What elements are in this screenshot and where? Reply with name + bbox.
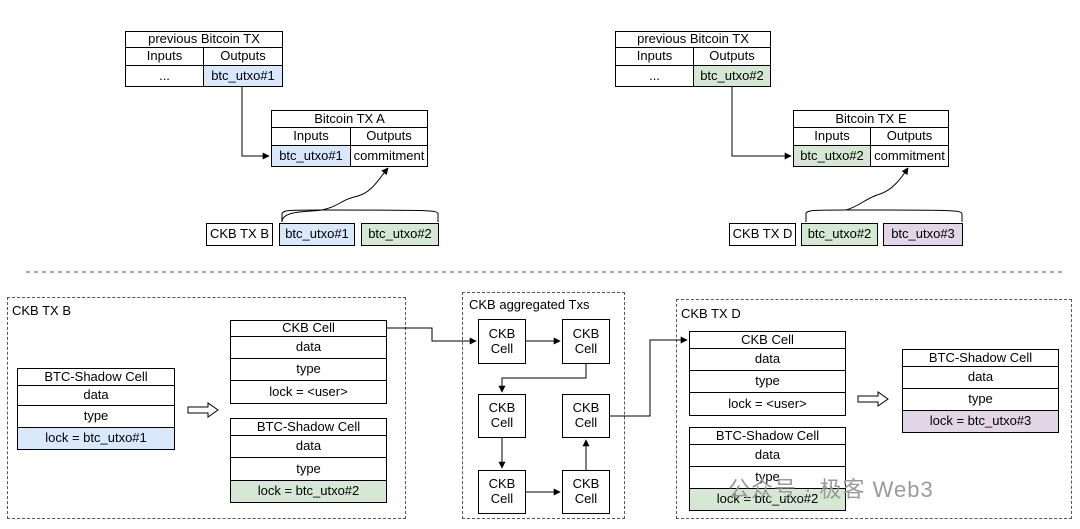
arrow-ckb-cell-b-to-agg bbox=[387, 327, 477, 345]
panel-ckb-tx-b-title: CKB TX B bbox=[12, 303, 72, 318]
prev-tx-left-output-value: btc_utxo#1 bbox=[203, 65, 283, 87]
bitcoin-tx-a-outputs-header: Outputs bbox=[350, 127, 428, 146]
prev-tx-left-outputs-header: Outputs bbox=[203, 47, 283, 66]
agg-cell-3: CKB Cell bbox=[478, 394, 526, 438]
brace-ckb-tx-b bbox=[281, 167, 389, 223]
ckb-cell-b-lock: lock = <user> bbox=[230, 380, 387, 404]
bitcoin-tx-e-outputs-header: Outputs bbox=[870, 127, 949, 146]
panel-ckb-tx-d bbox=[676, 299, 1072, 519]
agg-cell-6: CKB Cell bbox=[562, 470, 610, 514]
shadow-cell-d-right-data: data bbox=[902, 366, 1059, 389]
ckb-tx-b-summary-item2: btc_utxo#2 bbox=[361, 223, 439, 246]
brace-ckb-tx-d-curve bbox=[845, 167, 909, 211]
bitcoin-tx-a-output-value: commitment bbox=[350, 145, 428, 167]
ckb-tx-b-summary-item1: btc_utxo#1 bbox=[279, 223, 355, 246]
shadow-cell-left-title: BTC-Shadow Cell bbox=[17, 368, 175, 386]
brace-ckb-tx-d-left bbox=[805, 209, 847, 222]
brace-ckb-tx-d-right bbox=[845, 209, 963, 222]
shadow-cell-b-right-type: type bbox=[230, 457, 387, 481]
ckb-tx-b-summary-label: CKB TX B bbox=[206, 223, 273, 246]
arrow-agg4-to-ckb-cell-d bbox=[610, 336, 688, 417]
bitcoin-tx-e-inputs-header: Inputs bbox=[793, 127, 871, 146]
shadow-cell-b-right-title: BTC-Shadow Cell bbox=[230, 418, 387, 436]
shadow-cell-d-left-title: BTC-Shadow Cell bbox=[689, 427, 846, 445]
shadow-cell-left-data: data bbox=[17, 385, 175, 406]
ckb-cell-d-title: CKB Cell bbox=[689, 331, 846, 349]
shadow-cell-left-lock: lock = btc_utxo#1 bbox=[17, 427, 175, 450]
bitcoin-tx-e-output-value: commitment bbox=[870, 145, 949, 167]
ckb-tx-d-summary-item1: btc_utxo#2 bbox=[801, 223, 878, 246]
hollow-arrow-b bbox=[187, 402, 219, 418]
shadow-cell-d-left-data: data bbox=[689, 444, 846, 467]
panel-ckb-tx-d-title: CKB TX D bbox=[681, 306, 741, 321]
shadow-cell-left-type: type bbox=[17, 405, 175, 428]
panel-ckb-aggregated-title: CKB aggregated Txs bbox=[469, 297, 590, 312]
hollow-arrow-d bbox=[857, 391, 889, 407]
prev-tx-left-inputs-header: Inputs bbox=[125, 47, 204, 66]
prev-tx-right-output-value: btc_utxo#2 bbox=[693, 65, 771, 87]
shadow-cell-d-left-lock: lock = btc_utxo#2 bbox=[689, 488, 846, 511]
shadow-cell-d-left-type: type bbox=[689, 466, 846, 489]
watermark: 公众号 · 极客 Web3 bbox=[728, 477, 934, 502]
agg-cell-5: CKB Cell bbox=[478, 470, 526, 514]
arrow-prev-right-to-tx-e bbox=[731, 87, 792, 160]
bitcoin-tx-a-input-value: btc_utxo#1 bbox=[271, 145, 351, 167]
arrow-prev-left-to-tx-a bbox=[241, 87, 270, 160]
shadow-cell-b-right-data: data bbox=[230, 435, 387, 458]
ckb-tx-d-summary-label: CKB TX D bbox=[729, 223, 796, 246]
agg-cell-1: CKB Cell bbox=[478, 319, 526, 364]
ckb-cell-b-title: CKB Cell bbox=[230, 320, 387, 337]
agg-cell-4: CKB Cell bbox=[562, 394, 610, 438]
ckb-cell-b-data: data bbox=[230, 336, 387, 359]
brace-ckb-tx-b-right bbox=[321, 209, 439, 222]
panel-ckb-tx-b bbox=[7, 297, 406, 519]
brace-ckb-tx-b-left bbox=[281, 209, 323, 222]
ckb-cell-d-lock: lock = <user> bbox=[689, 392, 846, 416]
shadow-cell-b-right-lock: lock = btc_utxo#2 bbox=[230, 480, 387, 503]
agg-cell-2: CKB Cell bbox=[562, 319, 610, 364]
arrow-agg2-agg3 bbox=[498, 364, 587, 393]
panel-ckb-aggregated bbox=[462, 292, 625, 519]
shadow-cell-d-right-lock: lock = btc_utxo#3 bbox=[902, 410, 1059, 433]
bitcoin-tx-e-input-value: btc_utxo#2 bbox=[793, 145, 871, 167]
ckb-tx-d-summary-item2: btc_utxo#3 bbox=[883, 223, 963, 246]
